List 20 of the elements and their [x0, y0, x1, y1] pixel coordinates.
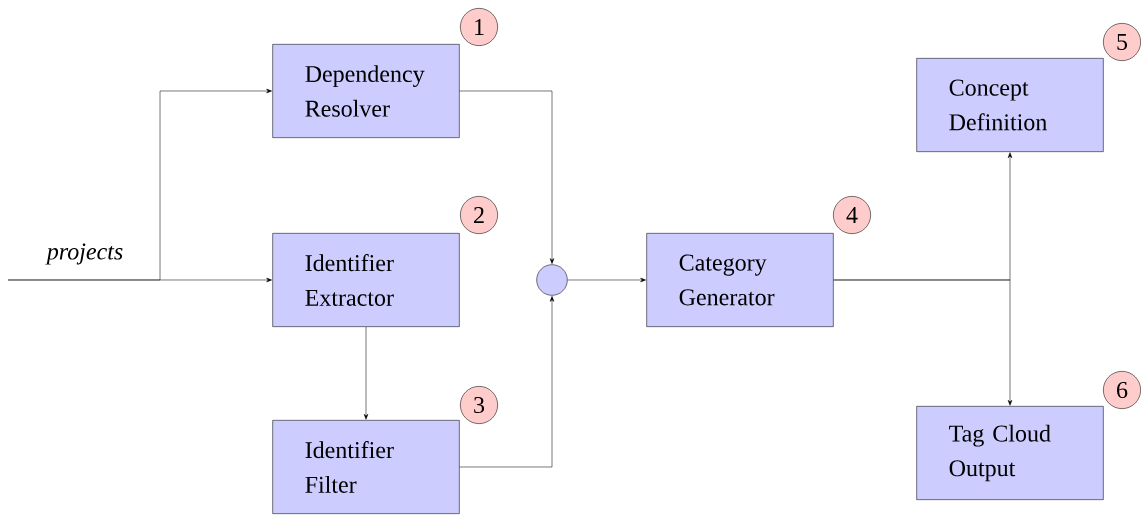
callout-number: 4 — [833, 196, 871, 234]
edge-label: projects — [45, 243, 123, 265]
arrow — [459, 296, 555, 468]
callout-number: 6 — [1103, 371, 1141, 409]
arrow — [459, 90, 555, 264]
callout-number: 2 — [460, 196, 498, 234]
process-box: Identifier Extractor — [272, 233, 460, 327]
process-box: Dependency Resolver — [272, 44, 460, 138]
arrow — [363, 326, 369, 420]
arrow — [7, 277, 272, 283]
callout-number: 1 — [460, 8, 498, 46]
callout-number: 3 — [460, 386, 498, 424]
process-box: Identifier Filter — [272, 420, 460, 514]
junction-circle — [536, 264, 568, 296]
process-box: Category Generator — [646, 233, 834, 327]
process-box: Concept Definition — [916, 58, 1104, 152]
arrow — [833, 279, 1013, 406]
process-box: Tag Cloud Output — [916, 406, 1104, 500]
arrow — [567, 277, 646, 283]
callout-number: 5 — [1103, 23, 1141, 61]
